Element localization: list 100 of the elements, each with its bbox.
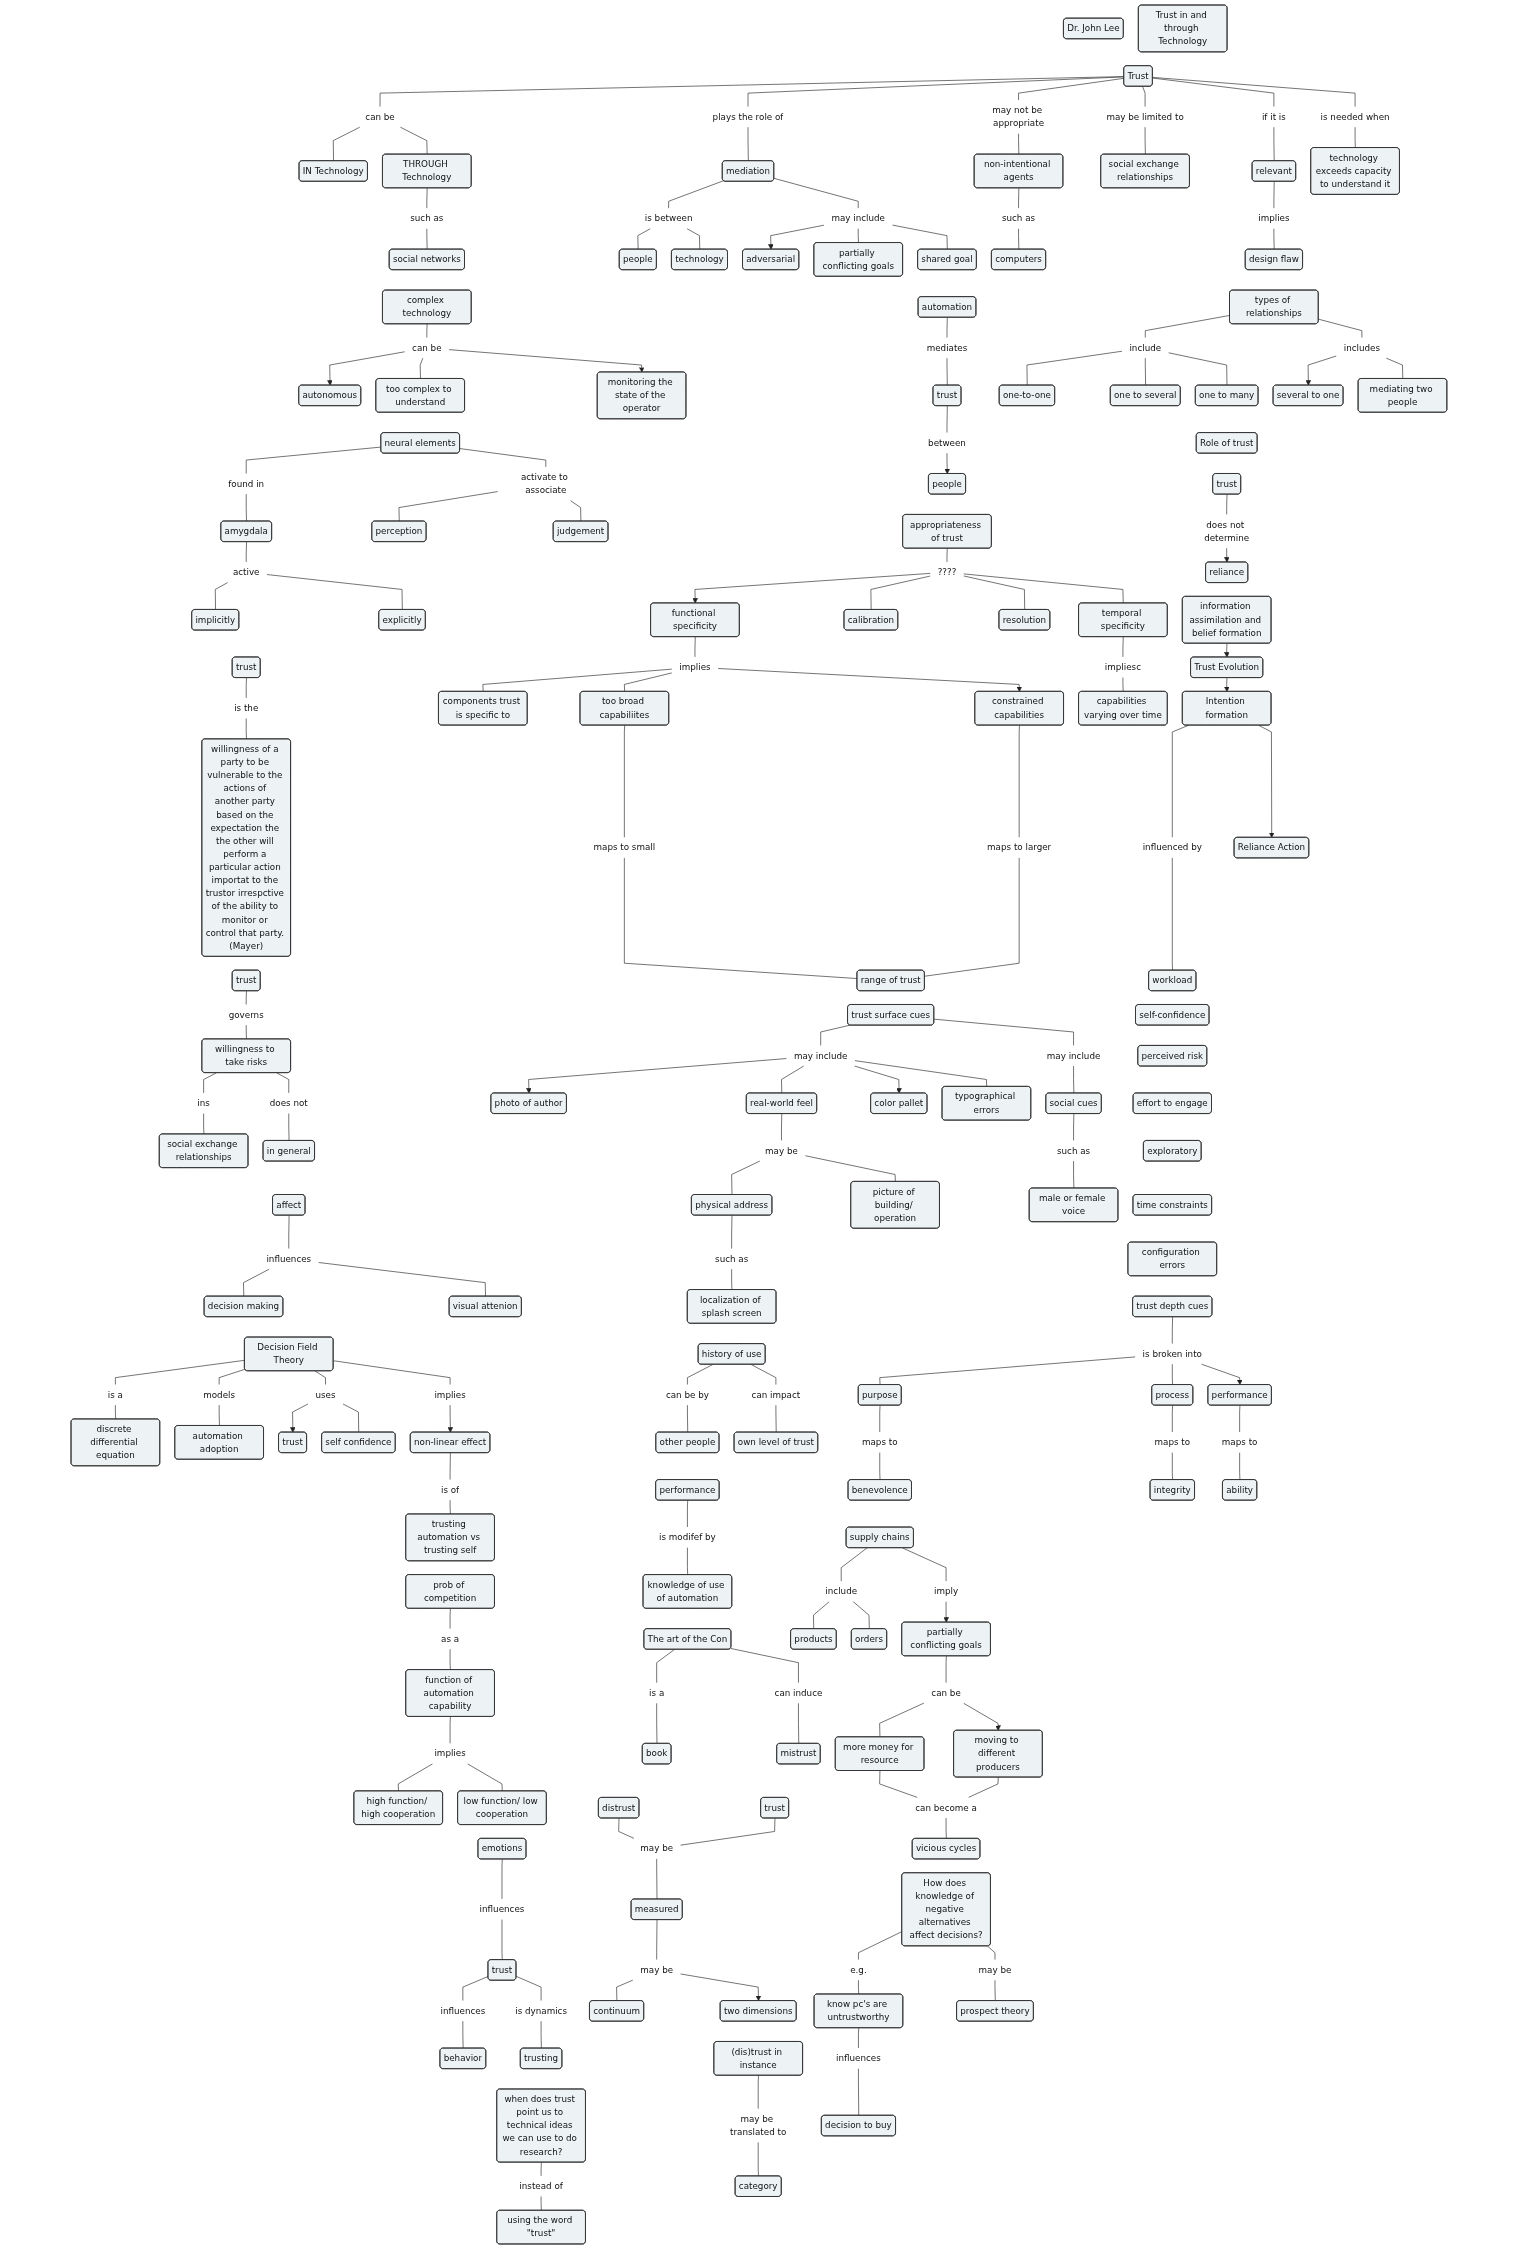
connector xyxy=(858,1979,860,1995)
node-text: may be translated to xyxy=(730,2113,787,2137)
node-text: may not be appropriate xyxy=(992,105,1045,129)
node-text: is of xyxy=(441,1484,460,1495)
connector xyxy=(1018,725,1020,838)
node-text: does not determine xyxy=(1204,519,1250,543)
node-text: may be xyxy=(640,1964,674,1975)
node-text: may include xyxy=(831,213,886,224)
node-text: maps to larger xyxy=(987,842,1052,853)
connector xyxy=(426,187,428,209)
connector xyxy=(245,990,247,1005)
connector xyxy=(624,672,673,692)
connector xyxy=(288,1215,290,1249)
connector xyxy=(245,446,382,474)
connector xyxy=(757,2075,759,2109)
connector xyxy=(840,1547,868,1582)
node-text: activate to associate xyxy=(520,471,568,496)
node-text: instead of xyxy=(519,2180,563,2191)
connector xyxy=(747,76,1125,107)
connector xyxy=(467,1763,503,1792)
node-text: implies xyxy=(434,1389,466,1400)
connector xyxy=(1318,318,1363,338)
node-text: can be by xyxy=(665,1389,709,1400)
node-text: influences xyxy=(266,1253,312,1264)
connector xyxy=(687,1364,714,1385)
connector xyxy=(243,1268,270,1297)
connector xyxy=(333,1360,451,1385)
connector xyxy=(1273,181,1275,209)
node-text: such as xyxy=(1002,213,1036,224)
connector xyxy=(624,857,858,979)
connector xyxy=(449,1608,451,1629)
node-text: influences xyxy=(836,2053,881,2064)
node-text: governs xyxy=(228,1009,264,1020)
node-text: such as xyxy=(715,1253,749,1264)
node-text: maps to xyxy=(862,1437,898,1448)
node-text: is a xyxy=(649,1687,665,1698)
node-text: active xyxy=(232,566,260,577)
connector xyxy=(902,1547,947,1582)
connector xyxy=(781,1113,783,1141)
connector xyxy=(781,1065,805,1094)
connector xyxy=(858,1931,903,1960)
connector xyxy=(1018,187,1020,209)
connector xyxy=(501,1858,503,1900)
node-text: implies xyxy=(434,1748,466,1759)
node-text: maps to xyxy=(1221,1437,1258,1448)
node-text: can become a xyxy=(915,1802,977,1813)
connector xyxy=(1172,1405,1173,1433)
connector xyxy=(1145,357,1146,386)
node-text: may include xyxy=(1046,1050,1101,1061)
connector xyxy=(379,76,1125,107)
node-text: is dynamics xyxy=(515,2005,568,2016)
node-text: found in xyxy=(228,478,265,489)
connector xyxy=(314,1370,326,1385)
connector xyxy=(968,1777,999,1798)
connector xyxy=(694,636,696,658)
connector xyxy=(1018,133,1020,155)
connector xyxy=(1073,1113,1075,1141)
connector xyxy=(773,178,859,209)
node-text: imply xyxy=(934,1586,959,1597)
node-text: may be xyxy=(640,1843,674,1854)
connector xyxy=(1239,1405,1241,1433)
connector xyxy=(245,541,247,563)
connector xyxy=(516,1976,542,2001)
connector xyxy=(1142,86,1146,107)
connector xyxy=(854,1060,988,1087)
node-text: if it is xyxy=(1261,111,1286,122)
connector xyxy=(1172,1316,1173,1344)
connector xyxy=(398,491,499,522)
node-text: models xyxy=(203,1389,236,1400)
node-text: does not xyxy=(269,1097,308,1108)
connector xyxy=(218,1368,246,1385)
node-text: maps to xyxy=(1154,1437,1191,1448)
node-text: plays the role of xyxy=(712,111,784,122)
connector xyxy=(540,2162,542,2177)
connector xyxy=(879,1405,881,1433)
connector xyxy=(879,1770,918,1798)
node-text: implies xyxy=(679,661,711,672)
node-text: include xyxy=(1129,342,1162,353)
node-text: between xyxy=(928,437,966,448)
connector xyxy=(798,1703,800,1744)
connector xyxy=(624,725,626,838)
connector xyxy=(680,1818,776,1846)
node-text: as a xyxy=(441,1633,460,1644)
node-text: influences xyxy=(479,1903,525,1914)
node-text: is between xyxy=(644,213,693,224)
connector xyxy=(1145,315,1231,338)
node-text: can be xyxy=(931,1687,961,1698)
connector xyxy=(397,1763,433,1792)
connector xyxy=(668,180,724,209)
node-text: such as xyxy=(410,213,444,224)
connector xyxy=(945,1655,947,1683)
connector xyxy=(115,1404,117,1420)
connector xyxy=(1018,78,1125,101)
connector xyxy=(687,1547,689,1576)
connector xyxy=(115,1359,246,1385)
connector xyxy=(870,575,931,611)
node-text: may include xyxy=(793,1050,848,1061)
node-text: may be limited to xyxy=(1106,111,1184,122)
connector xyxy=(482,668,673,692)
node-text: maps to small xyxy=(593,842,656,853)
